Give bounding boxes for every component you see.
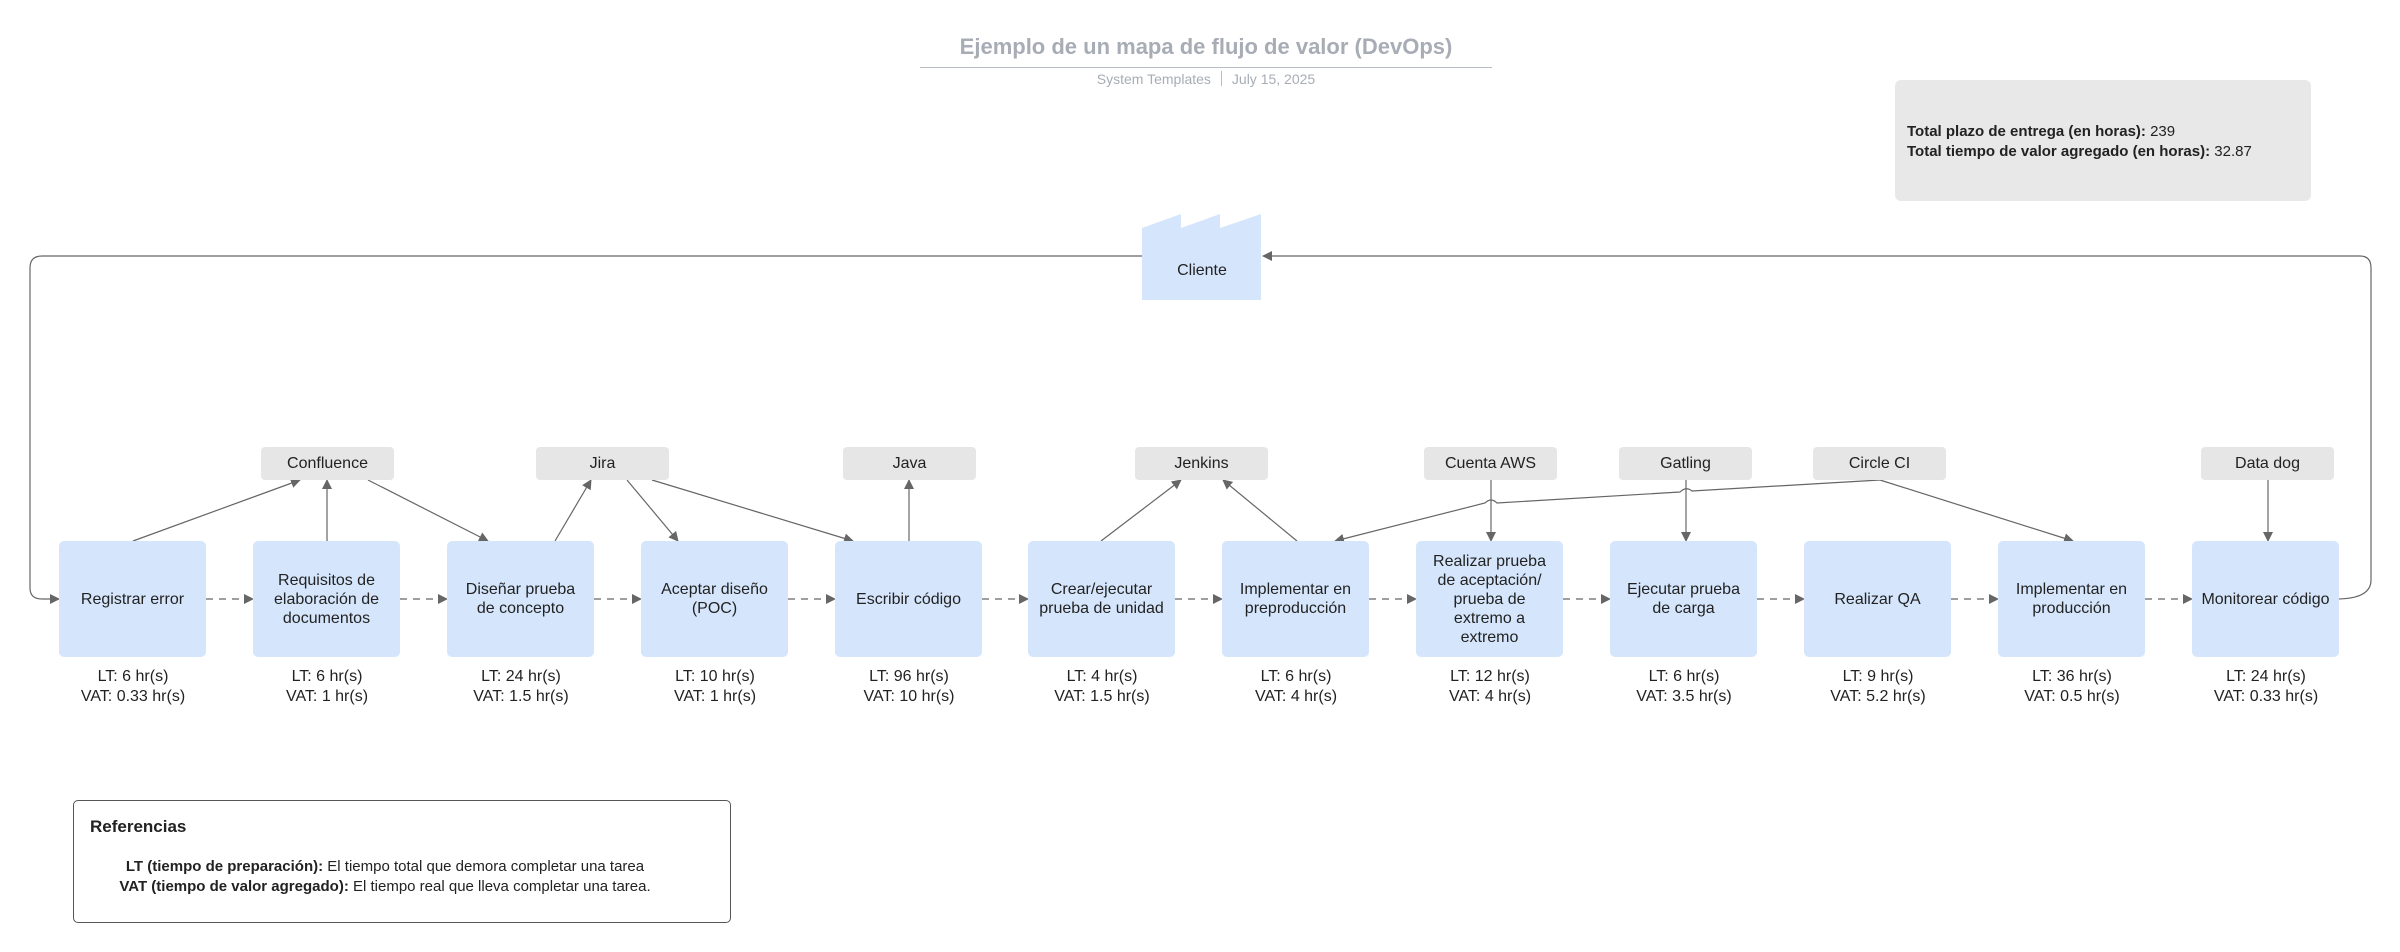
step-monitor-code: Monitorear código bbox=[2192, 541, 2339, 657]
value-added-time: VAT: 0.33 hr(s) bbox=[80, 688, 186, 705]
step-deploy-production: Implementar en producción bbox=[1998, 541, 2145, 657]
tool-jenkins: Jenkins bbox=[1135, 447, 1268, 480]
step-register-bug: Registrar error bbox=[59, 541, 206, 657]
page-meta: System Templates July 15, 2025 bbox=[920, 71, 1492, 87]
feedback-loop bbox=[1262, 251, 2372, 600]
legend-vat-term: VAT (tiempo de valor agregado): bbox=[119, 878, 349, 895]
value-added-time: VAT: 0.33 hr(s) bbox=[2213, 688, 2319, 705]
lead-time: LT: 6 hr(s) bbox=[1260, 668, 1332, 685]
legend-title: Referencias bbox=[90, 817, 187, 836]
step-metrics: LT: 6 hr(s) VAT: 4 hr(s) bbox=[1216, 667, 1376, 707]
tool-circle-ci: Circle CI bbox=[1813, 447, 1946, 480]
customer-label: Cliente bbox=[1177, 262, 1227, 279]
lead-time: LT: 96 hr(s) bbox=[869, 668, 949, 685]
tool-java: Java bbox=[843, 447, 976, 480]
value-added-time: VAT: 3.5 hr(s) bbox=[1636, 688, 1732, 705]
source-label: System Templates bbox=[1096, 71, 1211, 87]
step-qa: Realizar QA bbox=[1804, 541, 1951, 657]
step-metrics: LT: 4 hr(s) VAT: 1.5 hr(s) bbox=[1022, 667, 1182, 707]
step-metrics: LT: 24 hr(s) VAT: 1.5 hr(s) bbox=[441, 667, 601, 707]
totals-panel: Total plazo de entrega (en horas): 239 T… bbox=[1895, 80, 2311, 201]
legend-lt-term: LT (tiempo de preparación): bbox=[125, 858, 324, 875]
step-metrics: LT: 9 hr(s) VAT: 5.2 hr(s) bbox=[1798, 667, 1958, 707]
legend-panel: Referencias LT (tiempo de preparación): … bbox=[73, 800, 731, 923]
page-title: Ejemplo de un mapa de flujo de valor (De… bbox=[920, 34, 1492, 68]
step-metrics: LT: 36 hr(s) VAT: 0.5 hr(s) bbox=[1992, 667, 2152, 707]
lead-time: LT: 10 hr(s) bbox=[675, 668, 755, 685]
step-metrics: LT: 12 hr(s) VAT: 4 hr(s) bbox=[1410, 667, 1570, 707]
step-load-test: Ejecutar prueba de carga bbox=[1610, 541, 1757, 657]
step-unit-test: Crear/ejecutar prueba de unidad bbox=[1028, 541, 1175, 657]
lead-time: LT: 9 hr(s) bbox=[1842, 668, 1914, 685]
step-metrics: LT: 96 hr(s) VAT: 10 hr(s) bbox=[829, 667, 989, 707]
step-metrics: LT: 10 hr(s) VAT: 1 hr(s) bbox=[635, 667, 795, 707]
step-design-poc: Diseñar prueba de concepto bbox=[447, 541, 594, 657]
step-document-requirements: Requisitos de elaboración de documentos bbox=[253, 541, 400, 657]
step-write-code: Escribir código bbox=[835, 541, 982, 657]
step-deploy-preproduction: Implementar en preproducción bbox=[1222, 541, 1369, 657]
value-added-time: VAT: 1.5 hr(s) bbox=[1054, 688, 1150, 705]
value-added-time: VAT: 1 hr(s) bbox=[673, 688, 757, 705]
tool-aws-account: Cuenta AWS bbox=[1424, 447, 1557, 480]
date-label: July 15, 2025 bbox=[1231, 71, 1316, 87]
lead-time: LT: 36 hr(s) bbox=[2032, 668, 2112, 685]
total-lead-time: Total plazo de entrega (en horas): 239 bbox=[1907, 122, 2299, 142]
step-metrics: LT: 6 hr(s) VAT: 0.33 hr(s) bbox=[53, 667, 213, 707]
tool-jira: Jira bbox=[536, 447, 669, 480]
value-added-time: VAT: 4 hr(s) bbox=[1448, 688, 1532, 705]
total-value-added-value: 32.87 bbox=[2214, 143, 2252, 160]
total-lead-time-label: Total plazo de entrega (en horas): bbox=[1907, 123, 2146, 140]
lead-time: LT: 6 hr(s) bbox=[1648, 668, 1720, 685]
value-added-time: VAT: 1 hr(s) bbox=[285, 688, 369, 705]
meta-divider bbox=[1220, 71, 1222, 86]
legend-vat-row: VAT (tiempo de valor agregado): El tiemp… bbox=[90, 877, 680, 897]
lead-time: LT: 24 hr(s) bbox=[2226, 668, 2306, 685]
step-metrics: LT: 6 hr(s) VAT: 1 hr(s) bbox=[247, 667, 407, 707]
tool-confluence: Confluence bbox=[261, 447, 394, 480]
tool-gatling: Gatling bbox=[1619, 447, 1752, 480]
lead-time: LT: 24 hr(s) bbox=[481, 668, 561, 685]
value-added-time: VAT: 5.2 hr(s) bbox=[1830, 688, 1926, 705]
step-acceptance-test: Realizar prueba de aceptación/ prueba de… bbox=[1416, 541, 1563, 657]
lead-time: LT: 4 hr(s) bbox=[1066, 668, 1138, 685]
lead-time: LT: 6 hr(s) bbox=[291, 668, 363, 685]
total-value-added-time: Total tiempo de valor agregado (en horas… bbox=[1907, 142, 2299, 162]
value-added-time: VAT: 1.5 hr(s) bbox=[473, 688, 569, 705]
tool-data-dog: Data dog bbox=[2201, 447, 2334, 480]
step-metrics: LT: 24 hr(s) VAT: 0.33 hr(s) bbox=[2186, 667, 2346, 707]
legend-lt-row: LT (tiempo de preparación): El tiempo to… bbox=[90, 857, 680, 877]
tool-connectors bbox=[132, 471, 2273, 544]
lead-time: LT: 12 hr(s) bbox=[1450, 668, 1530, 685]
lead-time: LT: 6 hr(s) bbox=[97, 668, 169, 685]
legend-vat-desc: El tiempo real que lleva completar una t… bbox=[352, 878, 651, 895]
legend-lt-desc: El tiempo total que demora completar una… bbox=[327, 858, 645, 875]
value-added-time: VAT: 0.5 hr(s) bbox=[2024, 688, 2120, 705]
total-value-added-label: Total tiempo de valor agregado (en horas… bbox=[1907, 143, 2211, 160]
factory-icon bbox=[1142, 214, 1261, 300]
customer-to-first-step bbox=[29, 255, 1142, 604]
value-added-time: VAT: 4 hr(s) bbox=[1254, 688, 1338, 705]
total-lead-time-value: 239 bbox=[2150, 123, 2176, 140]
step-accept-design: Aceptar diseño (POC) bbox=[641, 541, 788, 657]
value-added-time: VAT: 10 hr(s) bbox=[863, 688, 955, 705]
step-metrics: LT: 6 hr(s) VAT: 3.5 hr(s) bbox=[1604, 667, 1764, 707]
